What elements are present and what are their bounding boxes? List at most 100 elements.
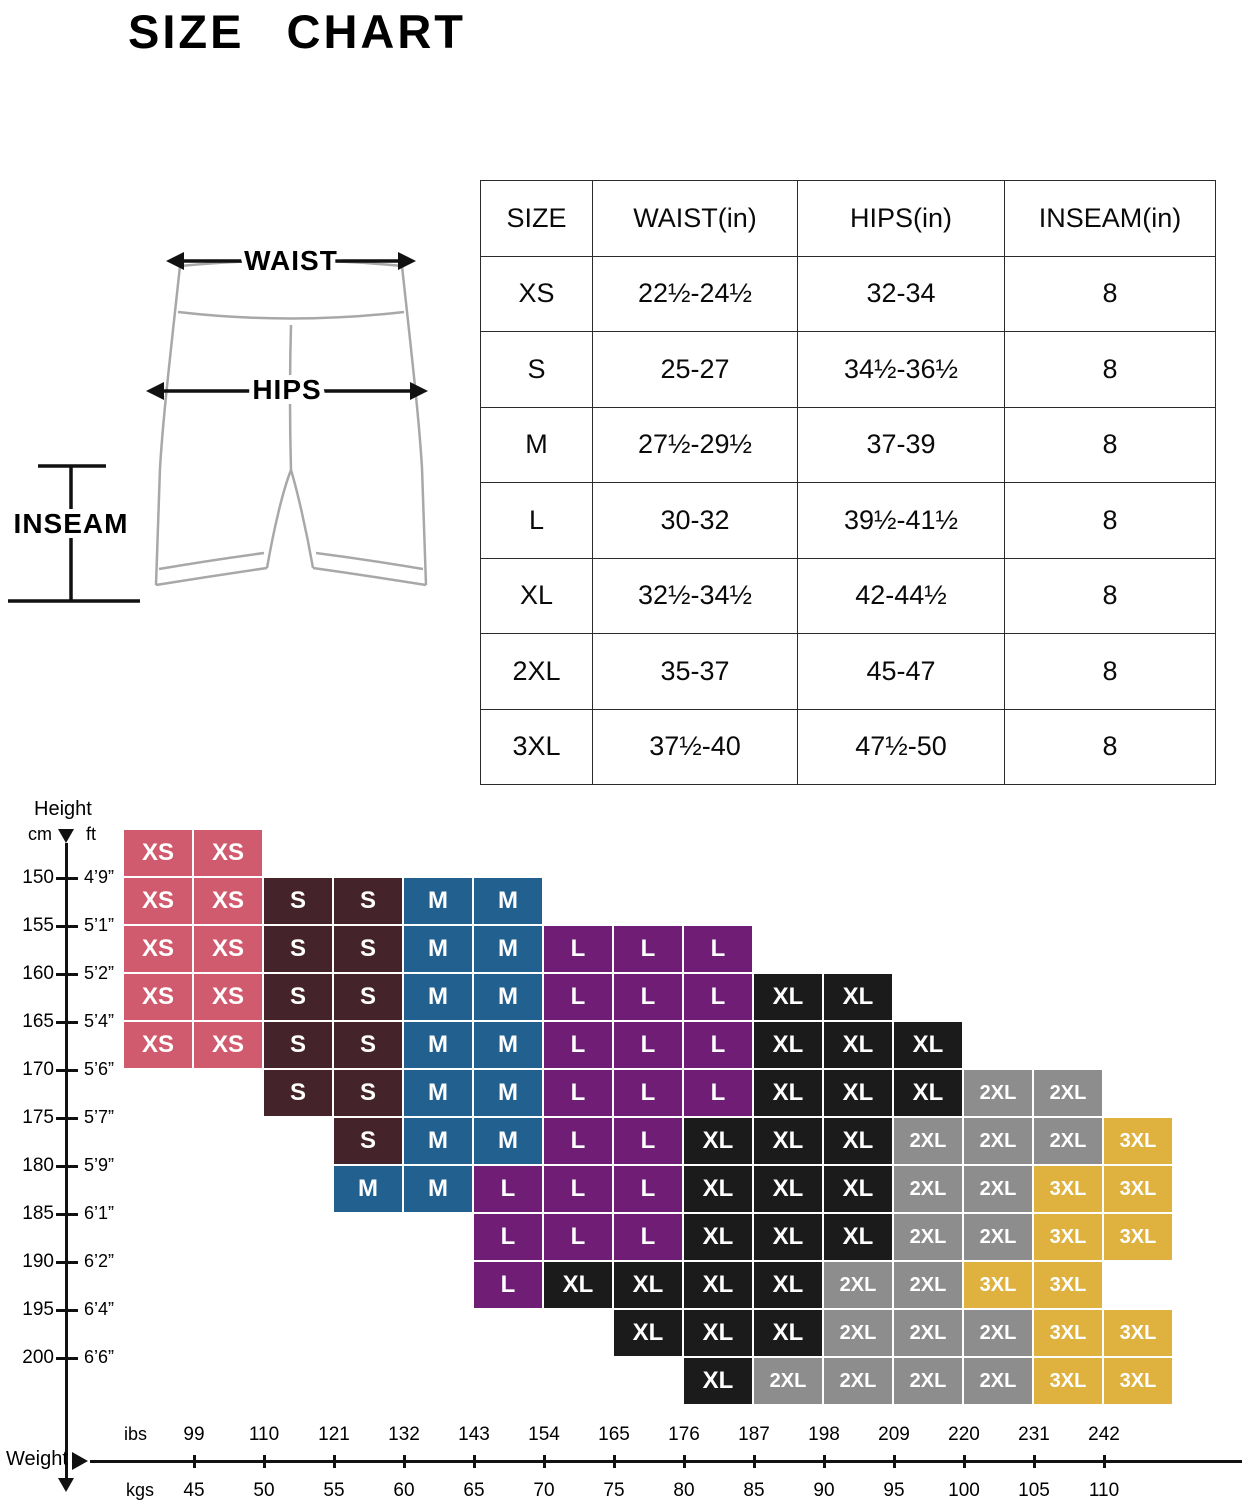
size-cell-3xl: 3XL [1034, 1214, 1102, 1260]
size-cell-xl: XL [824, 1214, 892, 1260]
waist-label: WAIST [244, 245, 338, 276]
size-cell-xs: XS [124, 1022, 192, 1068]
size-cell-xs: XS [124, 974, 192, 1020]
size-cell-m: M [404, 1022, 472, 1068]
size-cell-xl: XL [614, 1262, 682, 1308]
size-cell-xs: XS [194, 974, 262, 1020]
weight-kgs-label: 65 [463, 1480, 485, 1500]
height-ft-label: 5’7” [84, 1107, 115, 1127]
shorts-outline [154, 259, 428, 587]
size-table-cell-hips: 34½-36½ [797, 331, 1005, 408]
weight-kgs-label: 95 [883, 1480, 905, 1500]
size-cell-3xl: 3XL [1104, 1358, 1172, 1404]
size-cell-2xl: 2XL [894, 1166, 962, 1212]
size-cell-xl: XL [824, 1166, 892, 1212]
size-cell-3xl: 3XL [1034, 1166, 1102, 1212]
weight-lbs-label: 154 [528, 1424, 560, 1445]
size-cell-2xl: 2XL [964, 1118, 1032, 1164]
size-cell-3xl: 3XL [1104, 1310, 1172, 1356]
size-cell-m: M [334, 1166, 402, 1212]
size-cell-3xl: 3XL [1104, 1166, 1172, 1212]
size-cell-s: S [264, 878, 332, 924]
size-cell-xl: XL [754, 1118, 822, 1164]
size-cell-l: L [544, 1166, 612, 1212]
size-table-cell-inseam: 8 [1004, 557, 1216, 634]
weight-kgs-label: 100 [948, 1480, 980, 1500]
weight-lbs-label: 121 [318, 1424, 350, 1445]
size-cell-m: M [404, 926, 472, 972]
size-table-cell-waist: 27½-29½ [592, 406, 798, 483]
height-ft-label: 6’4” [84, 1299, 115, 1319]
weight-lbs-label: 132 [388, 1424, 420, 1445]
weight-kgs-label: 60 [393, 1480, 415, 1500]
weight-lbs-label: 176 [668, 1424, 700, 1445]
size-table-cell-hips: 32-34 [797, 255, 1005, 332]
size-cell-s: S [334, 1022, 402, 1068]
size-cell-m: M [404, 1118, 472, 1164]
weight-lbs-label: 220 [948, 1424, 980, 1445]
height-cm-label: 155 [22, 915, 54, 936]
weight-lbs-label: 165 [598, 1424, 630, 1445]
height-ft-label: 5’2” [84, 963, 115, 983]
size-cell-xl: XL [544, 1262, 612, 1308]
weight-kgs-label: 45 [183, 1480, 205, 1500]
size-cell-l: L [544, 1214, 612, 1260]
size-cell-s: S [334, 974, 402, 1020]
weight-tick [1033, 1455, 1036, 1468]
height-ft-label: 6’1” [84, 1203, 115, 1223]
size-cell-m: M [404, 1166, 472, 1212]
size-cell-xl: XL [754, 1214, 822, 1260]
size-cell-xl: XL [754, 1022, 822, 1068]
weight-lbs-label: 231 [1018, 1424, 1050, 1445]
size-cell-xl: XL [754, 1166, 822, 1212]
size-cell-l: L [474, 1214, 542, 1260]
size-table-cell-size: L [480, 482, 593, 559]
size-cell-2xl: 2XL [964, 1310, 1032, 1356]
size-cell-3xl: 3XL [1104, 1214, 1172, 1260]
size-table-cell-inseam: 8 [1004, 633, 1216, 710]
inseam-measure [8, 464, 140, 603]
weight-tick [193, 1455, 196, 1468]
size-cell-l: L [474, 1262, 542, 1308]
weight-kgs-label: 50 [253, 1480, 275, 1500]
weight-axis-title: Weight [6, 1448, 68, 1470]
size-table-cell-hips: 37-39 [797, 406, 1005, 483]
size-cell-xl: XL [754, 1070, 822, 1116]
size-cell-xl: XL [754, 1310, 822, 1356]
weight-kgs-label: 110 [1088, 1480, 1120, 1500]
weight-tick [893, 1455, 896, 1468]
weight-lbs-label: 198 [808, 1424, 840, 1445]
size-table-header-cell: HIPS(in) [797, 180, 1005, 257]
height-cm-label: 185 [22, 1203, 54, 1224]
size-cell-s: S [264, 974, 332, 1020]
height-tick [56, 877, 78, 880]
size-cell-l: L [544, 1118, 612, 1164]
weight-lbs-label: 143 [458, 1424, 490, 1445]
size-cell-xl: XL [684, 1262, 752, 1308]
height-unit-ft: ft [86, 824, 97, 844]
size-cell-m: M [404, 1070, 472, 1116]
size-cell-s: S [334, 1070, 402, 1116]
height-ft-label: 5’1” [84, 915, 115, 935]
size-cell-2xl: 2XL [754, 1358, 822, 1404]
height-axis-title: Height [34, 798, 92, 820]
weight-tick [963, 1455, 966, 1468]
size-cell-2xl: 2XL [894, 1358, 962, 1404]
size-cell-l: L [614, 1118, 682, 1164]
shorts-measurement-diagram: WAIST HIPS INSEAM [8, 240, 428, 603]
size-cell-s: S [334, 1118, 402, 1164]
inseam-label: INSEAM [14, 508, 129, 539]
weight-axis-arrow-icon [72, 1452, 88, 1470]
weight-lbs-label: 187 [738, 1424, 770, 1445]
size-cell-xs: XS [194, 878, 262, 924]
size-cell-xl: XL [894, 1070, 962, 1116]
size-cell-xl: XL [894, 1022, 962, 1068]
weight-kgs-label: 70 [533, 1480, 555, 1500]
height-cm-label: 195 [22, 1299, 54, 1320]
